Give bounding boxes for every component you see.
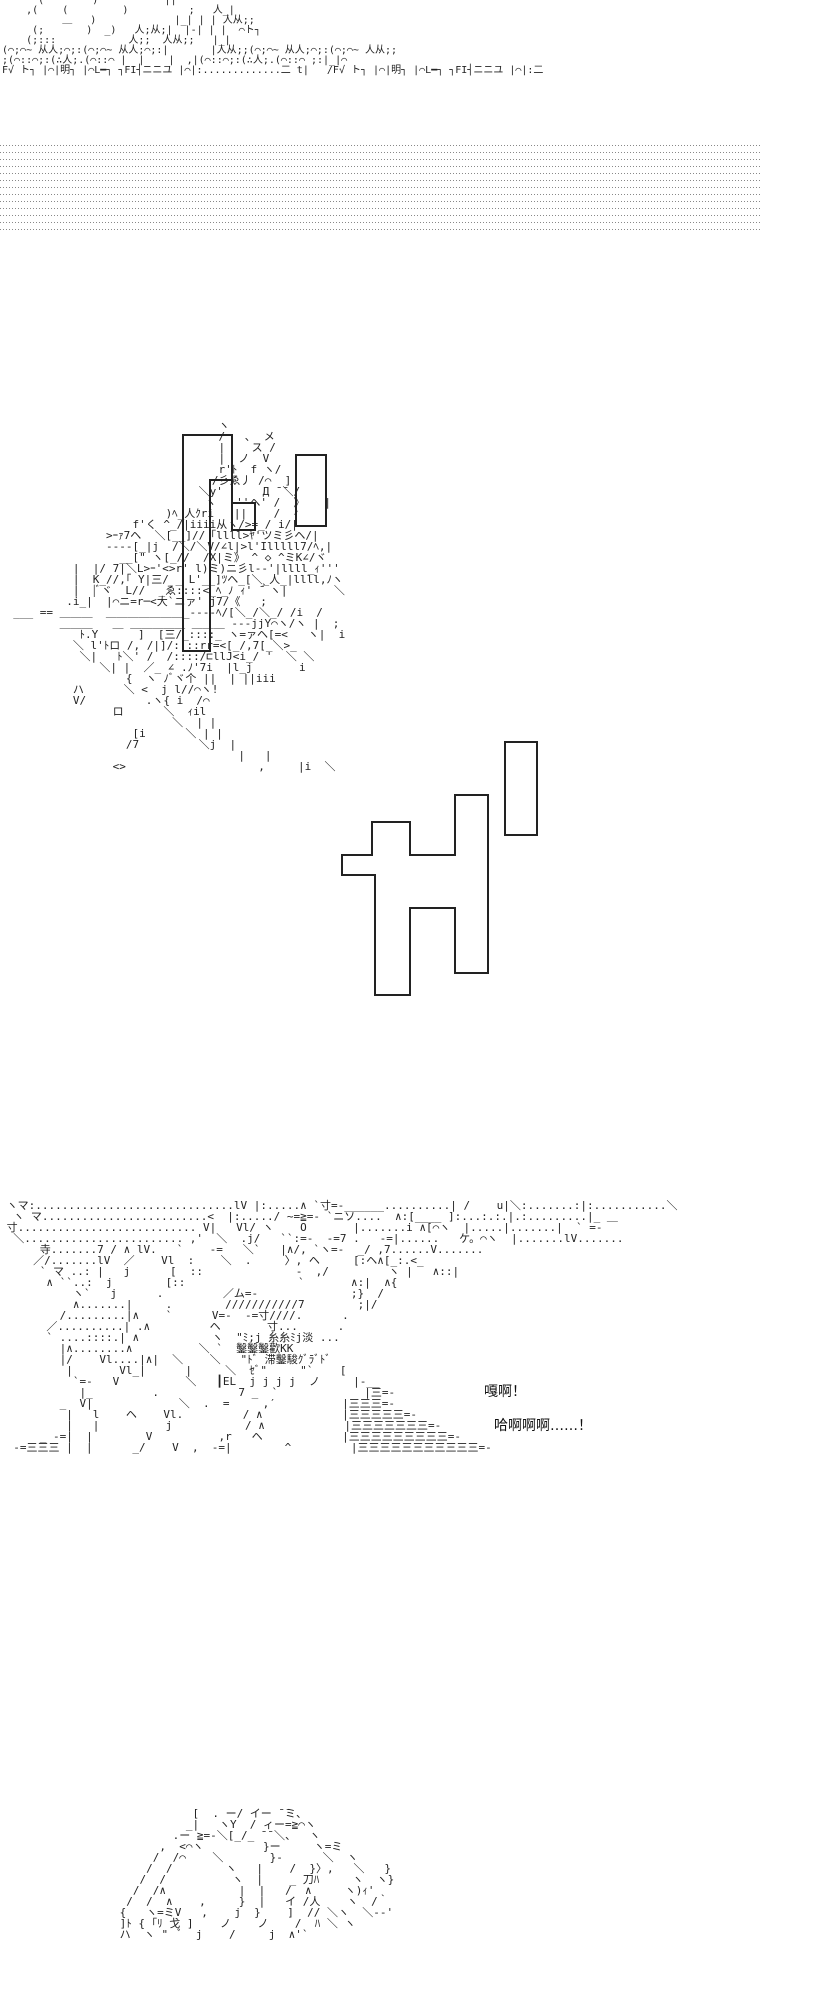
dotted-ground-line	[0, 145, 760, 146]
dotted-ground-line	[0, 208, 760, 209]
sfx-glyph-ga-mark	[504, 741, 538, 836]
ascii-art-screaming-character: ヽマ:..............................lV |:..…	[6, 1199, 678, 1454]
sound-effect-glyphs	[182, 434, 538, 996]
dotted-ground-line	[0, 187, 760, 188]
dotted-ground-line	[0, 152, 760, 153]
sfx-glyph-do-mark	[295, 454, 327, 527]
dotted-ground-line	[0, 222, 760, 223]
speech-text-gasp: 嘎啊！	[484, 1384, 526, 1400]
ascii-art-cityscape: ( '' ) || ,( ( ) ; 人_| ＿ ) |_| | | 人从;; …	[2, 0, 544, 76]
dotted-ground-line	[0, 173, 760, 174]
dotted-ground-line	[0, 180, 760, 181]
dotted-ground-line	[0, 166, 760, 167]
panel-impact: ヽ / ､ メ | ス / | ノ V r'ﾄ f ヽ/	[0, 420, 835, 1020]
dotted-ground-line	[0, 215, 760, 216]
ascii-art-head: [ . ー/ イー ̄ ̄ミ、 _| ヽY / ィー=≧⌒ヽ .ー ≧=-＼[_…	[119, 1808, 395, 1941]
dotted-ground-line	[0, 229, 760, 230]
sfx-glyph-ga	[341, 794, 489, 996]
dotted-ground-line	[0, 201, 760, 202]
sfx-glyph-do	[182, 434, 256, 652]
ascii-art-impact-figure: ヽ / ､ メ | ス / | ノ V r'ﾄ f ヽ/	[13, 420, 346, 773]
panel-cityscape: ( '' ) || ,( ( ) ; 人_| ＿ ) |_| | | 人从;; …	[0, 0, 835, 235]
dotted-ground-line	[0, 159, 760, 160]
panel-scream: ヽマ:..............................lV |:..…	[0, 1195, 835, 1625]
speech-text-scream: 哈啊啊啊……！	[494, 1418, 592, 1434]
panel-head: [ . ー/ イー ̄ ̄ミ、 _| ヽY / ィー=≧⌒ヽ .ー ≧=-＼[_…	[0, 1808, 835, 2000]
dotted-ground-line	[0, 194, 760, 195]
